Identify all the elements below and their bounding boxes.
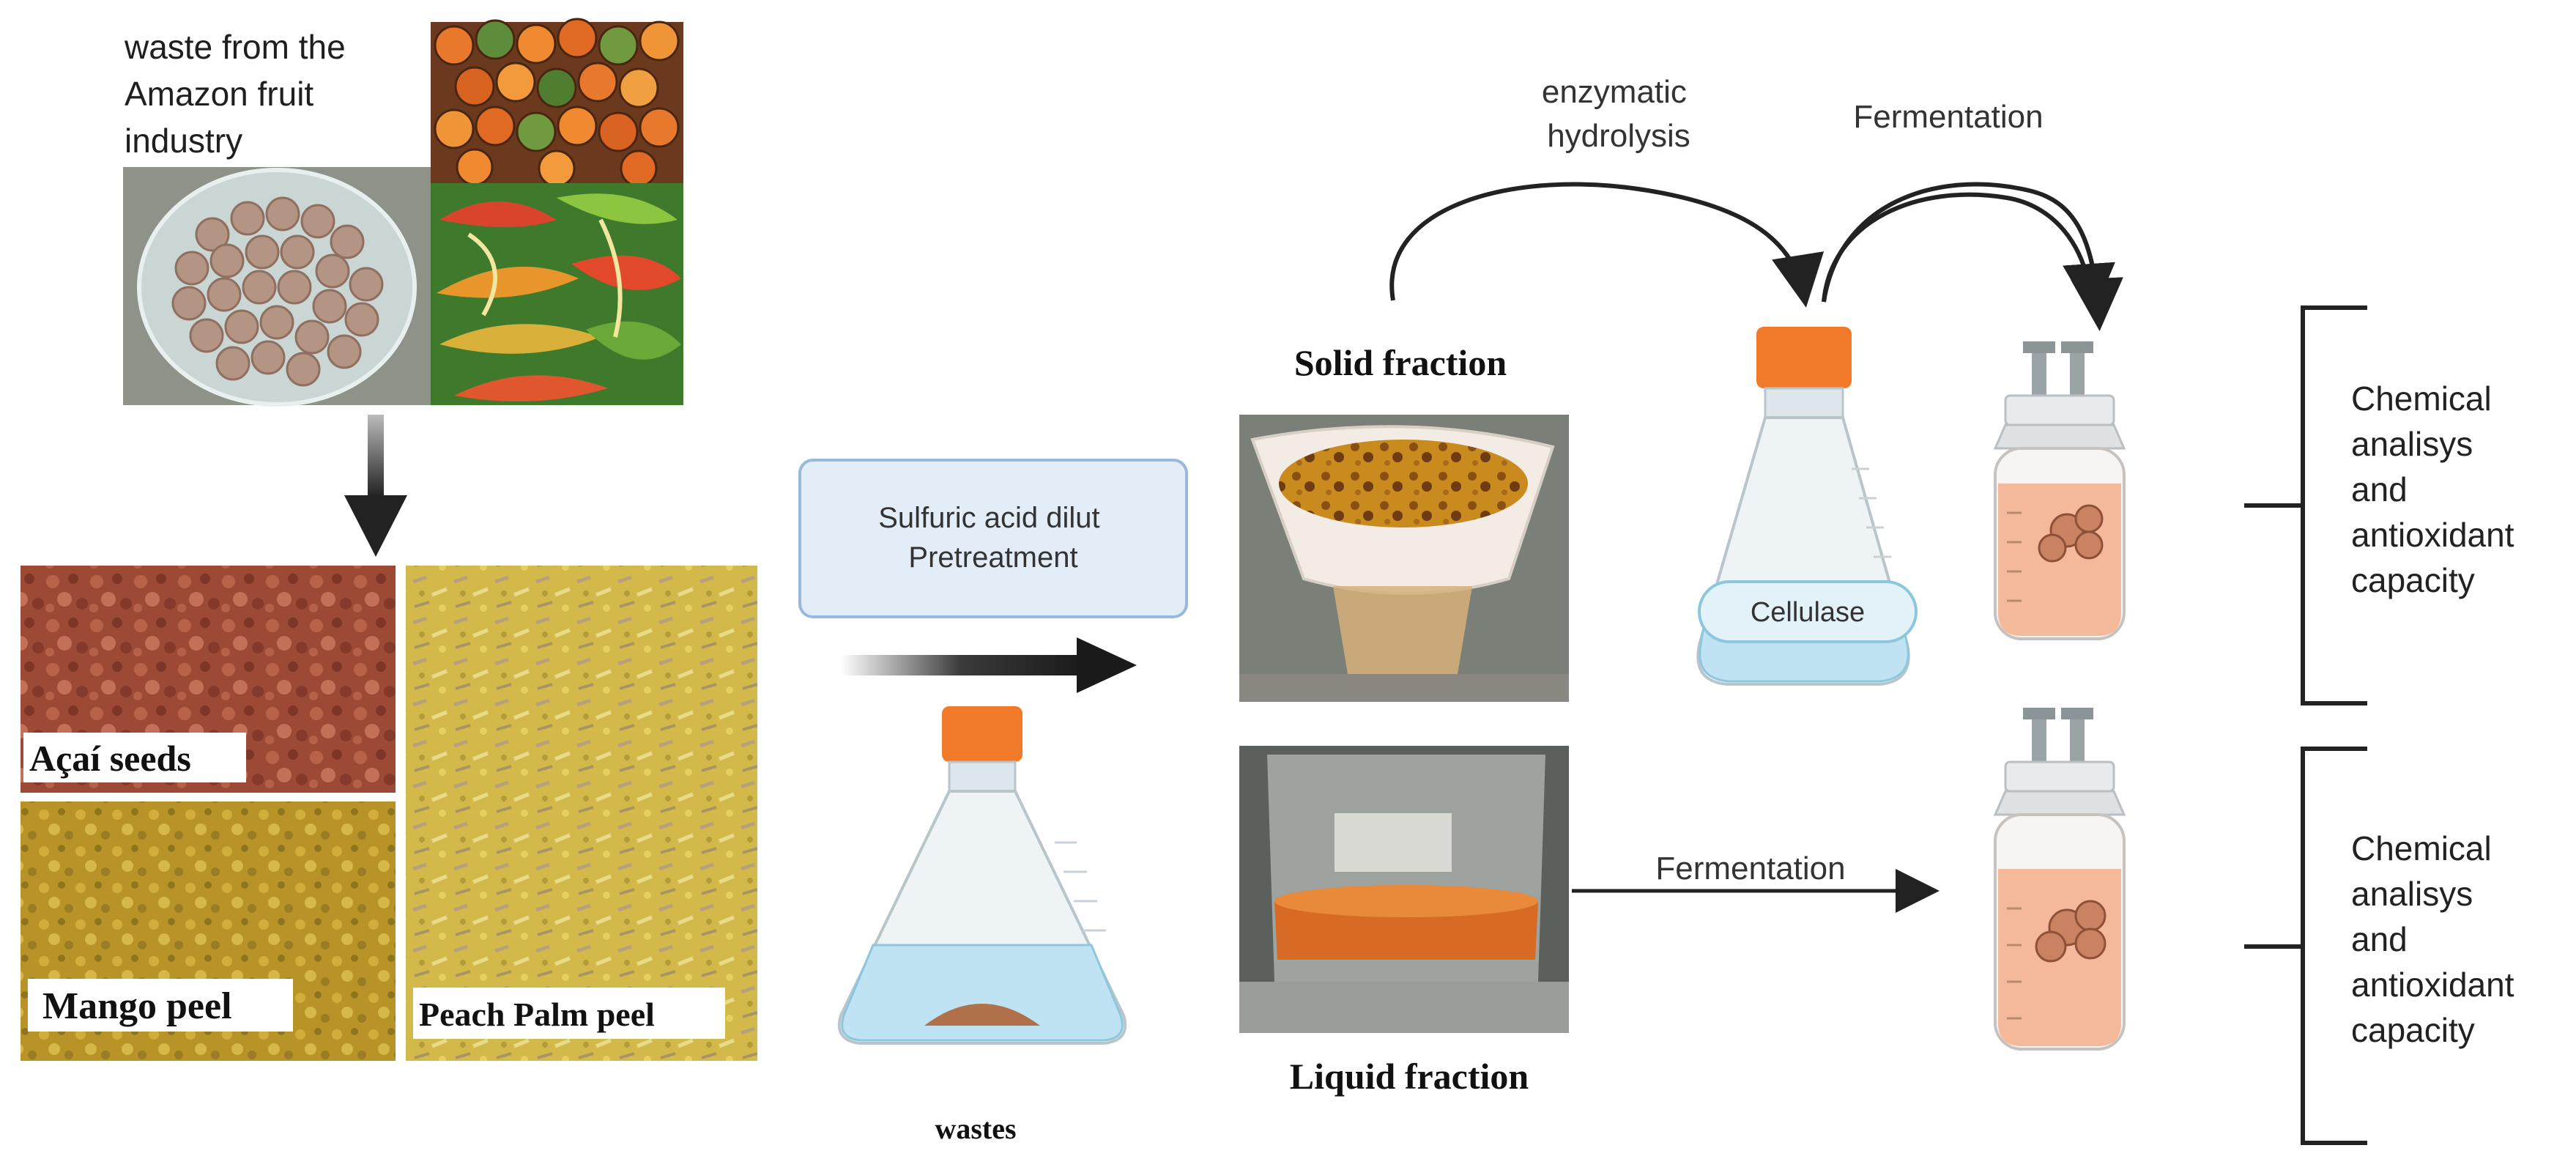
source-caption-line: Amazon fruit [125,75,313,113]
flask-cap [1756,327,1852,388]
waste-powder [924,1004,1040,1026]
source-caption-line: waste from the [124,28,346,66]
liquid-fraction-label: Liquid fraction [1290,1056,1529,1097]
pretreatment-text: Sulfuric acid dilut Pretreatment [878,502,1108,574]
outcome-line: Chemical [2351,829,2492,867]
seed-bowl-photo [137,168,417,407]
pretreatment-line: Pretreatment [908,541,1077,574]
outcome-line: analisys [2351,875,2473,913]
outcome-line: capacity [2351,1011,2475,1049]
cellulase-flask: Cellulase [1696,327,1918,686]
cellulase-tag [1698,580,1918,643]
hydrolysis-line: hydrolysis [1547,118,1690,154]
pretreatment-box: Sulfuric acid dilut Pretreatment [798,459,1188,618]
flask-cap [942,706,1022,762]
outcome-bottom-text: Chemical analisys and antioxidant capaci… [2351,829,2523,1049]
pretreatment-arrow [841,637,1137,693]
outcome-top-text: Chemical analisys and antioxidant capaci… [2351,379,2523,599]
liquid-fraction-photo [1239,746,1569,1033]
fermentation-arrow [1822,192,2115,316]
pretreatment-line: Sulfuric acid dilut [878,502,1099,534]
outcome-line: capacity [2351,561,2475,599]
acai-seeds-panel: Açaí seeds [21,566,396,793]
acai-seeds-label: Açaí seeds [29,738,191,779]
peach-palm-fruit-photo [431,18,683,188]
solid-fraction-label: Solid fraction [1294,342,1507,383]
fermentation-arrow [1822,182,2123,331]
mango-peel-panel: Mango peel [21,801,396,1061]
bioreactor-top [1993,341,2126,640]
caption-backdrop [123,22,431,167]
wastes-flask [837,706,1127,1045]
outcome-top-bracket [2244,306,2367,706]
bioreactor-bottom [1993,708,2126,1051]
hydrolysis-label: enzymatic hydrolysis [1542,74,1696,154]
solid-fermentation-label: Fermentation [1853,99,2043,135]
outcome-line: and [2351,470,2408,508]
outcome-line: Chemical [2351,379,2492,418]
outcome-line: and [2351,920,2408,958]
wastes-caption: wastes [935,1112,1016,1145]
liquid-fermentation-label: Fermentation [1655,851,1845,886]
hydrolysis-line: enzymatic [1542,74,1687,110]
outcome-line: analisys [2351,425,2473,463]
mango-peel-photo [431,183,683,405]
mango-peel-label: Mango peel [42,985,232,1027]
peach-palm-peel-label: Peach Palm peel [419,996,655,1033]
waste-grid: Açaí seeds Mango peel Peach Palm peel [21,566,757,1061]
cellulase-label: Cellulase [1751,597,1865,628]
peach-palm-peel-panel: Peach Palm peel [406,566,757,1061]
down-arrow [344,415,407,557]
solid-fraction-photo [1239,415,1569,702]
hydrolysis-arrow [1389,182,1825,308]
yeast-cells [2035,900,2107,963]
outcome-line: antioxidant [2351,966,2514,1004]
yeast-cells [2038,504,2104,563]
outcome-line: antioxidant [2351,516,2514,554]
source-collage: waste from the Amazon fruit industry [123,18,683,407]
outcome-bottom-bracket [2244,747,2367,1145]
source-caption: waste from the Amazon fruit industry [124,28,355,160]
source-caption-line: industry [125,122,242,160]
